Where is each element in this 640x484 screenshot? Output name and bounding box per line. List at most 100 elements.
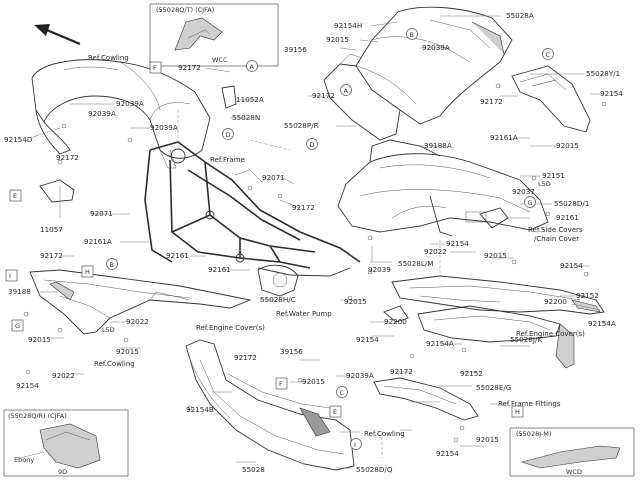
part-number: 55028J/K (510, 335, 542, 344)
part-number: 55028N (232, 113, 260, 122)
callout-letter: C (336, 386, 348, 398)
part-number: 92022 (52, 371, 75, 380)
part-number: 92015 (484, 251, 507, 260)
part-number: 92015 (556, 141, 579, 150)
leader-lines (29, 15, 610, 469)
callouts: A B C D E F G H I A B C D E F G H I H I (0, 0, 554, 450)
part-number: 55028D/1 (554, 199, 589, 208)
callout-letter: G (524, 196, 536, 208)
part-number: 92172 (56, 153, 79, 162)
svg-text:D: D (226, 131, 231, 139)
water-pump-cover (257, 264, 299, 297)
callout-letter: H (81, 265, 94, 278)
part-number: 92172 (178, 63, 201, 72)
part-number: 92161 (556, 213, 579, 222)
inset-bl-caption: 9D (58, 468, 67, 476)
ref-label: /Chain Cover (534, 235, 579, 243)
svg-text:F: F (279, 380, 283, 388)
upper-fairing-right (323, 6, 513, 141)
part-number: 92154D (4, 135, 33, 144)
ref-label: Ref.Cowling (364, 430, 405, 438)
reference-labels: Ref.Cowling Ref.Frame Ref.Side Covers /C… (88, 54, 585, 438)
inset-bl-title: (55028Q/R) (CJFA) (8, 412, 67, 420)
part-number: 39156 (280, 347, 303, 356)
ref-label: Ref.Cowling (94, 360, 135, 368)
part-number: 92154 (446, 239, 469, 248)
part-number: 92161 (166, 251, 189, 260)
svg-text:A: A (344, 87, 349, 95)
inset-bottom-right: (55028J-M) WCD (509, 427, 635, 477)
part-number: 92172 (480, 97, 503, 106)
duct-55028E (373, 377, 479, 421)
part-number: 55028P/R (284, 121, 319, 130)
part-number: 92172 (292, 203, 315, 212)
inset-bl-side: Ebony (14, 456, 34, 464)
callout-letter: E (329, 405, 342, 418)
svg-text:B: B (410, 31, 414, 39)
part-number: 92039A (88, 109, 116, 118)
part-number: 92154A (588, 319, 616, 328)
bracket-11052A (221, 85, 237, 109)
part-number: 55028A (506, 11, 534, 20)
note-label: L5D (102, 326, 115, 334)
part-number: 92039A (422, 43, 450, 52)
part-number: 92071 (262, 173, 285, 182)
front-arrow-icon (34, 24, 81, 46)
svg-text:C: C (546, 51, 551, 59)
part-number: 92015 (116, 347, 139, 356)
frame (144, 141, 361, 277)
part-number: 55028H/C (260, 295, 296, 304)
ref-label: Ref.Engine Cover(s) (196, 324, 265, 332)
part-number: 39188 (8, 287, 31, 296)
svg-text:F: F (153, 64, 157, 72)
part-number: 92200 (384, 317, 407, 326)
upper-cowl-left (31, 59, 211, 169)
callout-letter: F (149, 61, 162, 74)
part-number: 92154 (16, 381, 39, 390)
ref-label: Ref.Side Covers (528, 226, 583, 234)
ref-label: Ref.Frame (210, 156, 245, 164)
part-number-labels: 55028A 92154H 92015 39156 92039A 55028Y/… (4, 11, 623, 474)
part-number: 55028 (242, 465, 265, 474)
part-number: 92039A (150, 123, 178, 132)
callout-letter: E (9, 189, 22, 202)
side-panel-55028Y (511, 65, 591, 133)
part-number: 55028D/Q (356, 465, 393, 474)
part-number: 92015 (302, 377, 325, 386)
callout-letter: I (5, 269, 18, 282)
bracket-11057 (39, 179, 75, 203)
svg-text:I: I (9, 272, 11, 280)
inset-br-caption: WCD (566, 468, 582, 476)
part-number: 92039 (368, 265, 391, 274)
part-number: 92037 (512, 187, 535, 196)
part-number: 92154 (560, 261, 583, 270)
svg-text:D: D (310, 141, 315, 149)
inset-top-title: (55028Q/T) (CJFA) (156, 6, 214, 14)
part-number: 92172 (234, 353, 257, 362)
part-number: 92161 (208, 265, 231, 274)
svg-text:E: E (13, 192, 17, 200)
ref-label: Ref.Engine Cover(s) (516, 330, 585, 338)
callout-letter: I (0, 0, 2, 2)
part-number: 55028L/M (398, 259, 434, 268)
part-number: 92039A (116, 99, 144, 108)
part-number: 11052A (236, 95, 264, 104)
svg-text:G: G (15, 322, 20, 330)
part-number: 92154B (186, 405, 214, 414)
part-number: 92039A (346, 371, 374, 380)
part-number: 92015 (326, 35, 349, 44)
part-number: 92015 (476, 435, 499, 444)
callout-letter: D (222, 128, 234, 140)
part-number: 55028Y/1 (586, 69, 620, 78)
part-number: 92172 (40, 251, 63, 260)
callout-letter: F (275, 377, 288, 390)
svg-text:G: G (528, 199, 533, 207)
part-number: 92152 (576, 291, 599, 300)
callout-letter: B (406, 28, 418, 40)
part-number: 92154A (426, 339, 454, 348)
lower-panel-left (29, 269, 252, 335)
part-number: 92154 (356, 335, 379, 344)
callout-letter: D (306, 138, 318, 150)
callout-letter: H (0, 0, 5, 2)
